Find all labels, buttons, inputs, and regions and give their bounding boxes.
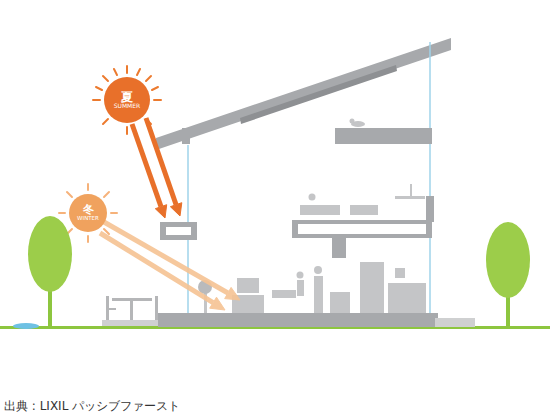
- season-kanji: 冬: [83, 204, 94, 216]
- person: [314, 266, 322, 274]
- sun-disc: [104, 77, 150, 123]
- appliance: [395, 268, 405, 278]
- summer-ray: [132, 124, 161, 207]
- winter-sunlight: [100, 222, 240, 310]
- arrow-head: [155, 205, 166, 218]
- sun-text-holder: 冬WINTER: [69, 194, 107, 232]
- window-glass: [429, 144, 431, 196]
- sun-ray: [137, 69, 140, 75]
- sun-ray: [67, 192, 72, 197]
- sun-ray: [103, 119, 108, 124]
- window-glass: [187, 240, 189, 313]
- slab-void: [298, 224, 426, 234]
- column: [332, 238, 346, 258]
- eave-slot: [166, 227, 191, 235]
- sun-ray: [87, 184, 89, 190]
- eave: [160, 222, 197, 240]
- season-label: WINTER: [77, 216, 99, 222]
- sun-text-holder: 夏SUMMER: [104, 77, 150, 123]
- furnishings: [198, 119, 426, 314]
- sun-ray: [59, 212, 65, 214]
- desk: [395, 196, 425, 199]
- sun-ray: [146, 76, 151, 81]
- table-leg: [130, 301, 133, 321]
- season-label: SUMMER: [114, 103, 141, 109]
- sun-ray: [152, 87, 158, 90]
- deck: [435, 318, 475, 327]
- sofa: [272, 290, 296, 298]
- summer-rays: [93, 66, 161, 134]
- chair: [106, 308, 116, 310]
- bed: [300, 205, 340, 215]
- sun-disc: [69, 194, 107, 232]
- windows: [188, 42, 430, 313]
- sun-ray: [126, 127, 128, 134]
- chair: [155, 296, 158, 321]
- summer-ray: [146, 118, 176, 205]
- second-floor-slab: [292, 220, 432, 238]
- solar-panel: [240, 65, 397, 124]
- loft-slab: [335, 128, 432, 144]
- tv: [237, 278, 259, 293]
- arrow-head: [170, 203, 181, 216]
- sun-ray: [104, 192, 109, 197]
- sun-ray: [154, 99, 161, 101]
- table-top: [112, 298, 152, 301]
- lamp: [410, 184, 412, 196]
- arrow-head: [225, 287, 240, 300]
- ground-floor-slab: [158, 313, 438, 327]
- season-kanji: 夏: [121, 91, 133, 104]
- terrace: [102, 320, 160, 326]
- house-structure: [156, 38, 475, 327]
- sun-ray: [111, 212, 117, 214]
- bed: [350, 205, 378, 215]
- patio-set: [102, 296, 160, 326]
- summer-sunlight: [132, 118, 182, 218]
- tree-crown: [28, 216, 72, 292]
- winter-ray: [100, 233, 213, 303]
- pond: [13, 323, 39, 329]
- counter: [330, 292, 350, 313]
- sun-ray: [96, 87, 102, 90]
- person: [297, 272, 304, 279]
- person: [297, 280, 304, 296]
- fridge: [360, 262, 384, 313]
- sun-ray: [93, 99, 100, 101]
- sun-ray: [103, 76, 108, 81]
- sun-ray: [114, 69, 117, 75]
- sun-ray: [126, 66, 128, 73]
- kitchen-counter: [388, 283, 426, 313]
- sun-circle: 冬WINTER: [69, 194, 107, 232]
- winter-ray: [104, 222, 228, 293]
- person: [309, 194, 316, 201]
- sun-circle: 夏SUMMER: [104, 77, 150, 123]
- window-glass: [429, 238, 431, 313]
- sun-ray: [87, 236, 89, 242]
- window-glass: [429, 42, 431, 128]
- source-caption: 出典 : LIXIL パッシブファースト: [4, 398, 180, 415]
- window-glass: [187, 145, 189, 222]
- arrow-head: [210, 297, 225, 310]
- tree-crown: [486, 222, 530, 298]
- person: [314, 276, 323, 313]
- roof: [156, 38, 451, 150]
- wall: [182, 128, 190, 144]
- wall: [426, 196, 434, 222]
- cat: [350, 119, 355, 124]
